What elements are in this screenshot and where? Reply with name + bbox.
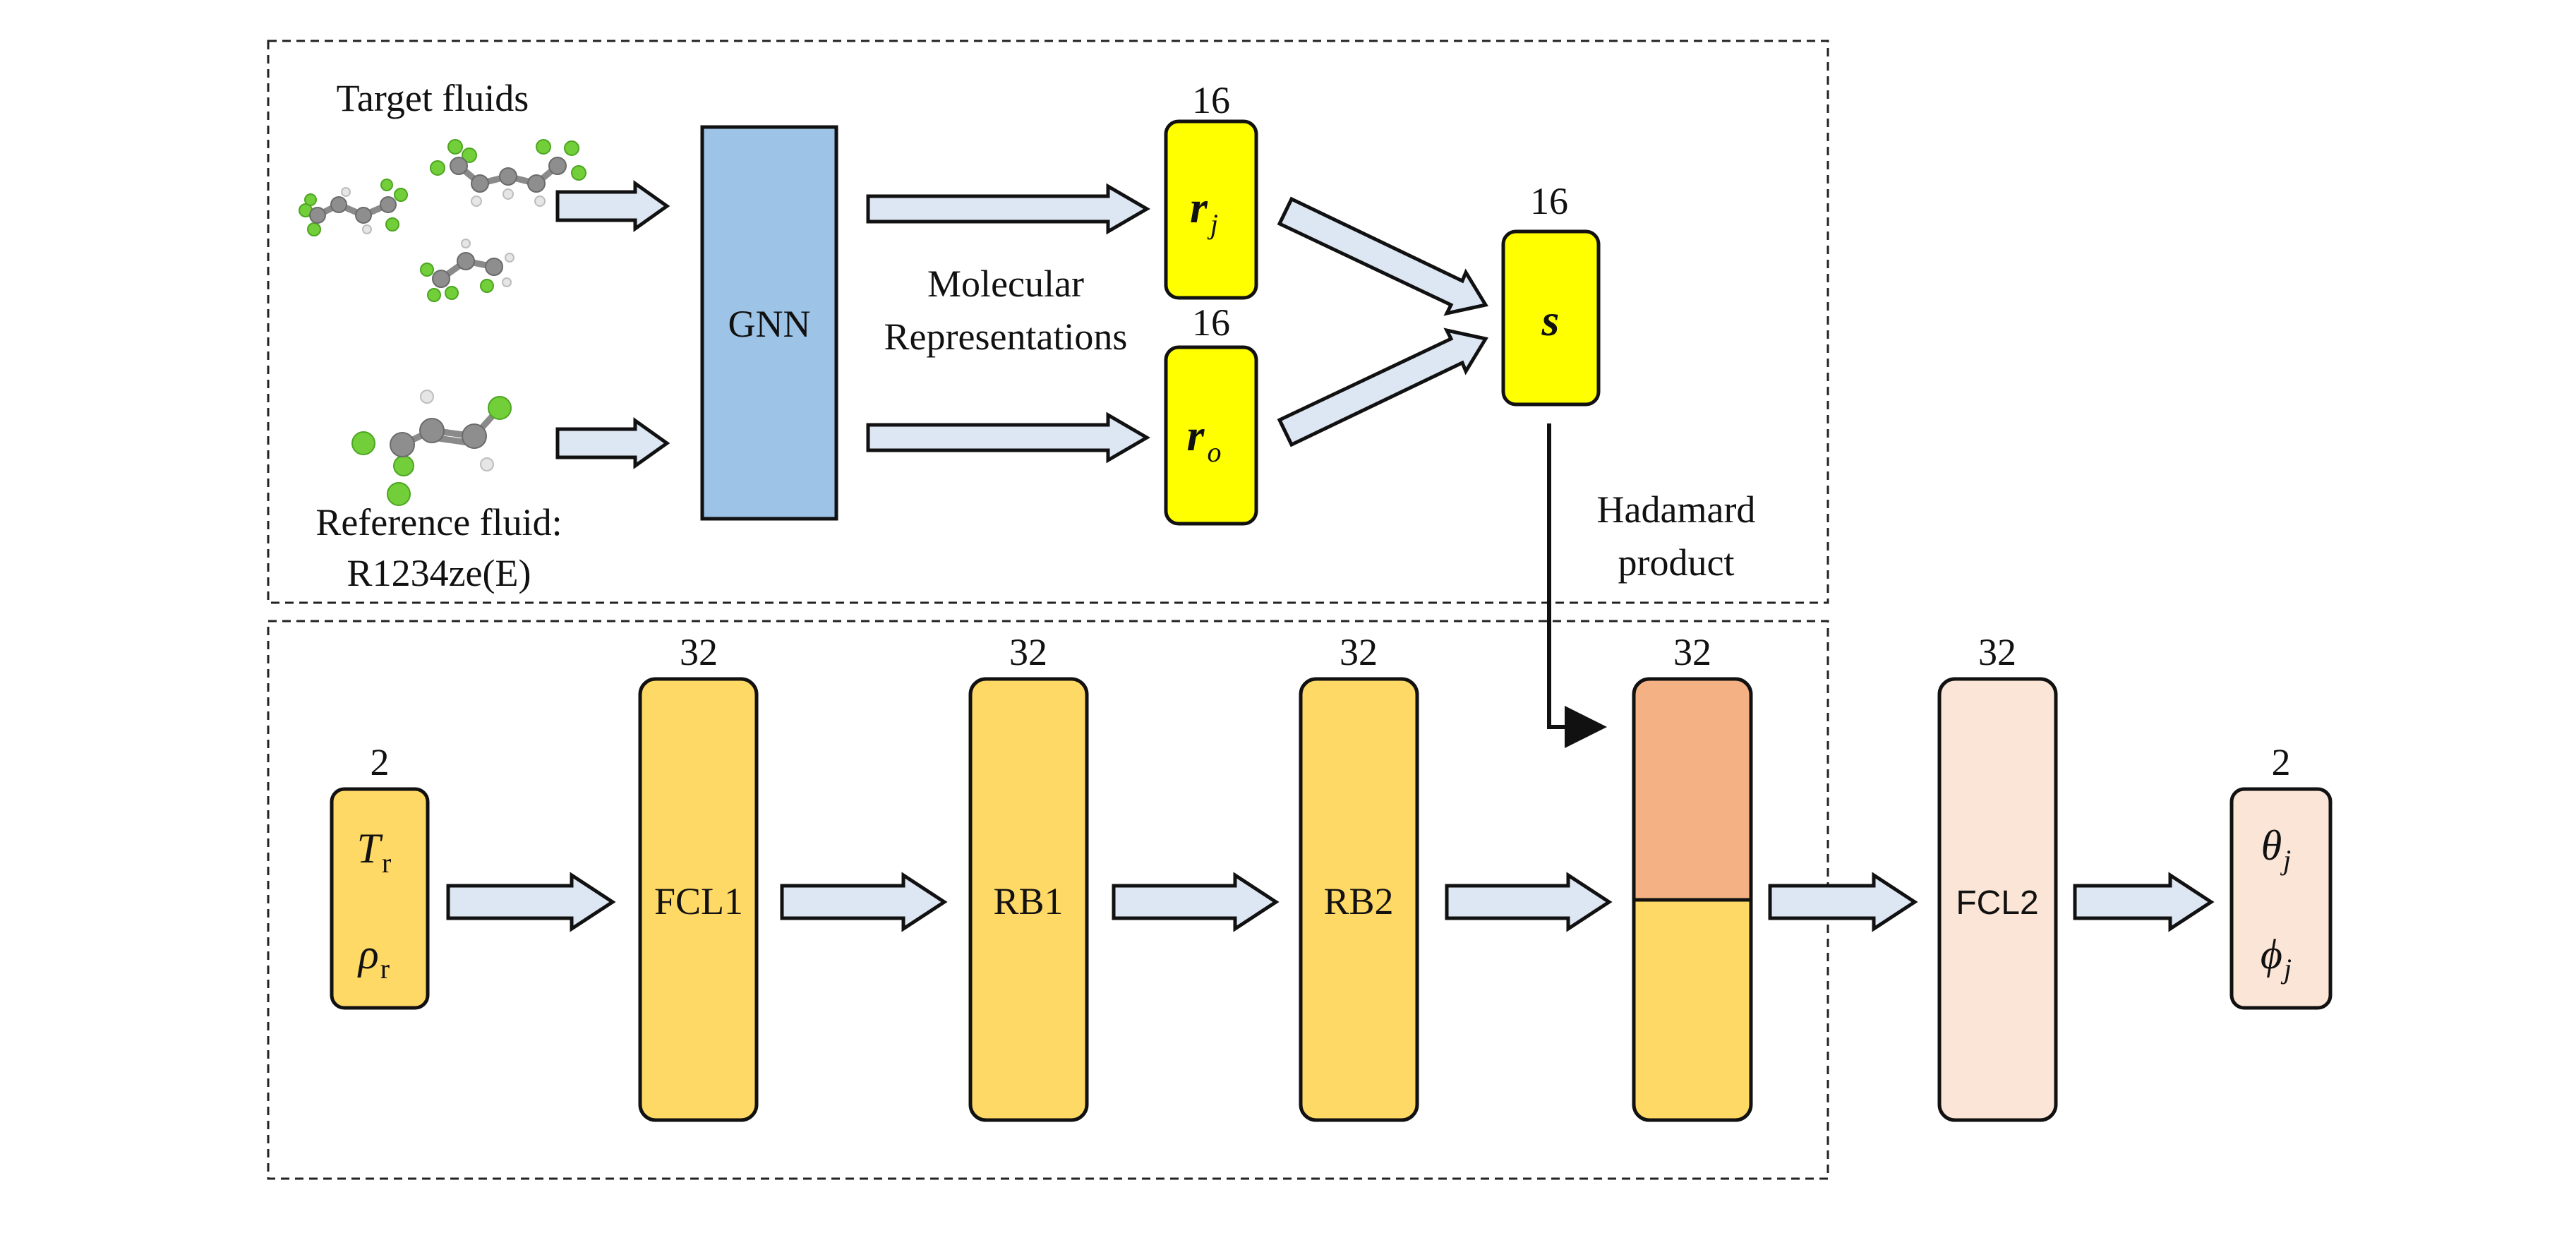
input-var-rho: ρr [357, 931, 390, 985]
ro-to-s-arrow [1277, 327, 1488, 447]
concat-features-part [1634, 900, 1751, 1120]
gnn-label: GNN [728, 303, 811, 345]
fcl1-layer [638, 677, 759, 1122]
reference-to-gnn-arrow [555, 417, 670, 469]
rb1-layer [968, 677, 1089, 1122]
s-symbol: s [1541, 295, 1560, 345]
fcl1-to-rb1-arrow [780, 872, 948, 932]
molecular-representations-line2: Representations [884, 315, 1128, 358]
hadamard-arrow [1547, 423, 1607, 748]
target-molecule-3 [420, 239, 514, 302]
s-dim-label: 16 [1530, 180, 1568, 222]
output-vector [2229, 787, 2333, 1010]
reference-molecule [351, 390, 512, 506]
input-var-T: Tr [357, 825, 392, 879]
output-dim-label: 2 [2272, 741, 2291, 783]
output-var-phi: ϕj [2261, 931, 2292, 985]
gnn-block [700, 125, 838, 521]
rb2-dim-label: 32 [1340, 631, 1378, 673]
output-var-theta: θj [2261, 822, 2292, 876]
gnn-to-ro-arrow [866, 411, 1150, 464]
hadamard-label-line1: Hadamard [1597, 488, 1756, 531]
fcl2-label: FCL2 [1956, 884, 2038, 922]
rj-dim-label: 16 [1192, 79, 1230, 121]
fcl2-to-output-arrow [2073, 872, 2215, 932]
rb1-dim-label: 32 [1009, 631, 1047, 673]
top-section-frame [267, 40, 1829, 604]
reference-fluid-label-line1: Reference fluid: [315, 501, 562, 543]
target-fluids-label: Target fluids [337, 77, 529, 119]
rb1-label: RB1 [993, 880, 1063, 922]
input-dim-label: 2 [371, 741, 390, 783]
ro-dim-label: 16 [1192, 301, 1230, 344]
rj-to-s-arrow [1277, 196, 1488, 316]
s-vector [1501, 229, 1601, 407]
hadamard-label-line2: product [1618, 541, 1735, 584]
target-molecule-1 [299, 179, 408, 236]
fcl2-layer [1937, 677, 2058, 1122]
molecular-representations-line1: Molecular [927, 263, 1084, 305]
target-to-gnn-arrow [555, 180, 670, 232]
concat-dim-label: 32 [1673, 631, 1711, 673]
rb2-to-concat-arrow [1445, 872, 1613, 932]
rb2-layer [1299, 677, 1419, 1122]
concat-hadamard-part [1634, 679, 1751, 900]
concat-layer [1632, 677, 1753, 1122]
fcl1-label: FCL1 [654, 880, 743, 922]
input-to-fcl1-arrow [446, 872, 616, 932]
gnn-to-rj-arrow [866, 183, 1150, 235]
ro-vector [1164, 345, 1258, 526]
reference-fluid-label-line2: R1234ze(E) [347, 552, 531, 594]
fcl1-dim-label: 32 [680, 631, 718, 673]
rb1-to-rb2-arrow [1112, 872, 1280, 932]
fcl2-dim-label: 32 [1978, 631, 2016, 673]
input-vector [330, 787, 430, 1010]
rj-vector [1164, 119, 1258, 300]
target-molecule-2 [430, 139, 586, 207]
rb2-label: RB2 [1323, 880, 1393, 922]
concat-to-fcl2-arrow [1768, 872, 1918, 932]
